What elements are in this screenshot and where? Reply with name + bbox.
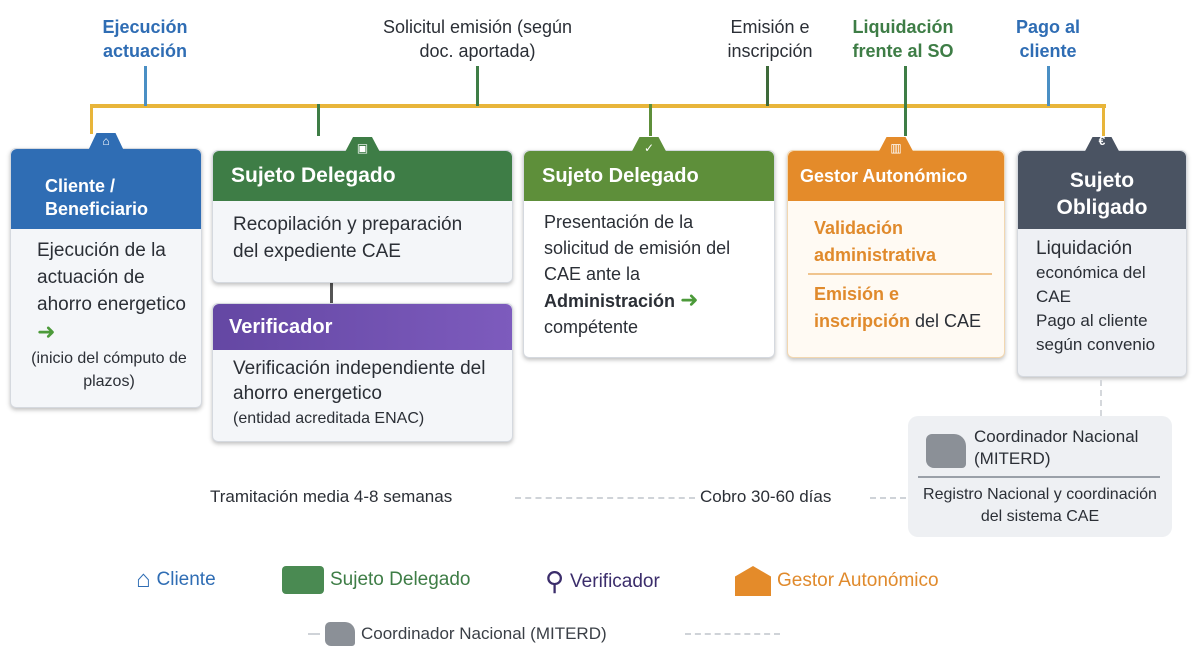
card-title: Verificador (229, 315, 333, 338)
house-icon: ⌂ (87, 133, 125, 153)
coordinador-title: Coordinador Nacional (MITERD) (974, 427, 1139, 468)
coordinador-body: Registro Nacional y coordinación del sis… (923, 486, 1157, 525)
card-note: (entidad acreditada ENAC) (233, 410, 425, 427)
connector (1100, 380, 1102, 416)
card-title: Sujeto Delegado (231, 164, 396, 187)
timeline-drop (649, 104, 652, 136)
connector (330, 283, 333, 303)
legend-label: Verificador (570, 570, 660, 592)
card-body: Ejecución de la actuación de ahorro ener… (37, 240, 186, 315)
card-body: Presentación de la solicitud de emisión … (544, 212, 731, 284)
card-body: Verificación independiente del ahorro en… (233, 358, 486, 404)
legend-item-cliente: ⌂Cliente (136, 566, 216, 594)
spain-map-icon (325, 622, 355, 646)
arrow-right-icon: ➜ (37, 319, 56, 344)
timeline-label-pago: Pago al cliente (1015, 17, 1081, 61)
card-cliente: ⌂ Cliente / Beneficiario Ejecución de la… (10, 133, 202, 408)
timeline-marker (1047, 66, 1050, 106)
card-note: (inicio del cómputo de plazos) (31, 350, 187, 390)
card-sujeto-obligado: € Sujeto Obligado Liquidación económica … (1017, 137, 1187, 377)
legend-item-gestor: Gestor Autonómico (735, 566, 939, 596)
legend-item-coordinador: Coordinador Nacional (MITERD) (325, 622, 607, 646)
timeline-label-liquidacion: Liquidación frente al SO (852, 17, 954, 61)
card-title: Sujeto Obligado (1056, 169, 1148, 219)
arrow-right-icon: ➜ (680, 287, 699, 312)
timeline-label-ejecucion: Ejecución actuación (102, 17, 188, 61)
timeline-marker (766, 66, 769, 106)
card-body: económica del CAE (1036, 263, 1146, 306)
timeline-line (90, 104, 1106, 108)
card-body-bold: Administración (544, 291, 676, 311)
timeline-label-solicitud: Solicitul emisión (según doc. aportada) (382, 17, 573, 61)
timeline-drop (1102, 104, 1105, 136)
house-icon: ⌂ (136, 566, 151, 593)
card-title: Sujeto Delegado (542, 164, 699, 187)
card-body: Recopilación y preparación del expedient… (233, 214, 463, 262)
gestor-emision: Emisión e inscripción (814, 284, 911, 331)
legend-item-verificador: ⚲Verificador (545, 566, 660, 597)
card-verificador: Verificador Verificación independiente d… (212, 303, 513, 442)
card-body-end: compétente (544, 317, 639, 337)
card-body: Pago al cliente según convenio (1036, 311, 1156, 354)
card-sujeto-delegado-1: ▣ Sujeto Delegado Recopilación y prepara… (212, 137, 513, 283)
timeline-marker (904, 66, 907, 136)
card-body: Liquidación (1036, 238, 1133, 259)
timeline-drop (317, 104, 320, 136)
dashed-line (515, 497, 695, 499)
dashed-line (308, 633, 320, 635)
bank-icon: ▥ (877, 137, 915, 155)
card-title: Cliente / Beneficiario (45, 176, 149, 219)
timeline-marker (476, 66, 479, 106)
legend-label: Sujeto Delegado (330, 569, 471, 590)
euro-icon: € (1083, 137, 1121, 155)
card-title: Gestor Autonómico (800, 165, 968, 186)
legend-label: Cliente (156, 569, 216, 590)
shield-check-icon: ✓ (630, 137, 668, 155)
briefcase-icon (282, 566, 324, 594)
legend-item-sujeto-delegado: Sujeto Delegado (282, 566, 471, 594)
bank-icon (735, 566, 771, 596)
briefcase-icon: ▣ (343, 137, 382, 155)
duration-cobro: Cobro 30-60 días (700, 487, 832, 506)
legend-label: Gestor Autonómico (777, 570, 939, 591)
spain-map-icon (926, 434, 966, 468)
divider (918, 476, 1160, 478)
duration-tramitacion: Tramitación media 4-8 semanas (210, 487, 453, 506)
gestor-validacion: Validación administrativa (808, 215, 992, 275)
card-gestor-autonomico: ▥ Gestor Autonómico Validación administr… (787, 137, 1005, 358)
gestor-emision-rest: del CAE (910, 311, 982, 331)
timeline-marker (144, 66, 147, 106)
legend-label: Coordinador Nacional (MITERD) (361, 624, 607, 643)
dashed-line (685, 633, 780, 635)
card-sujeto-delegado-2: ✓ Sujeto Delegado Presentación de la sol… (523, 137, 775, 358)
coordinador-box: Coordinador Nacional (MITERD) Registro N… (908, 416, 1172, 537)
dashed-line (870, 497, 906, 499)
magnifier-icon: ⚲ (545, 566, 565, 596)
timeline-drop (90, 104, 93, 134)
timeline-label-emision: Emisión e inscripción (727, 17, 813, 61)
